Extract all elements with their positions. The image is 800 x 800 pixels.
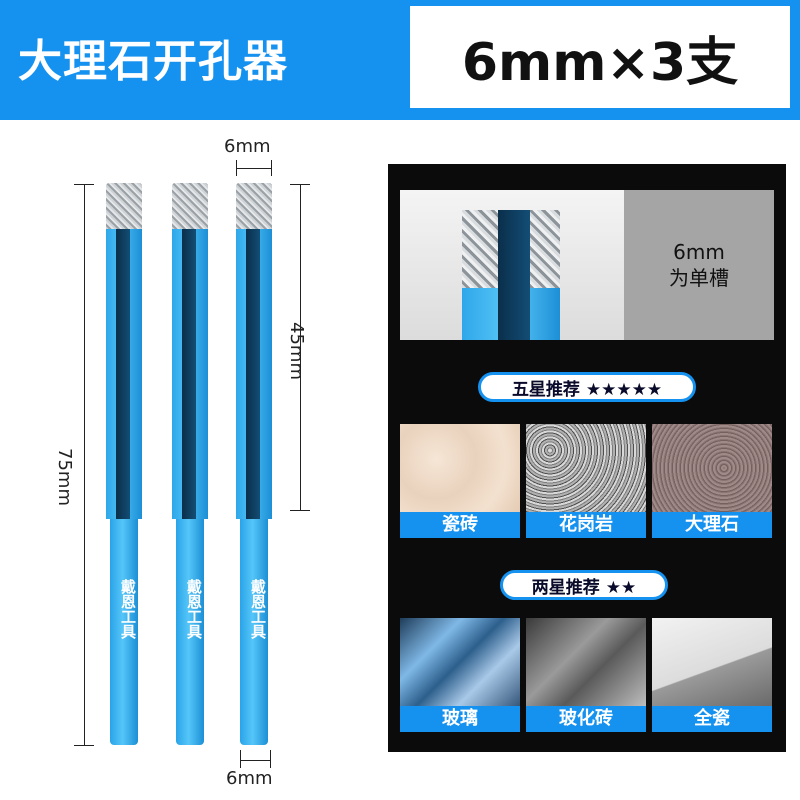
material-tile: 玻化砖 — [526, 618, 646, 732]
cut-length-line — [300, 184, 301, 510]
total-length-label: 75mm — [54, 448, 75, 506]
drill-bit: 戴恩工具 — [172, 183, 208, 745]
total-length-line — [84, 184, 85, 746]
glass-texture — [400, 618, 520, 706]
top-width-tick — [236, 160, 237, 176]
drill-bit: 戴恩工具 — [236, 183, 272, 745]
material-label: 花岗岩 — [526, 512, 646, 538]
five-star-badge: 五星推荐 ★★★★★ — [478, 372, 696, 402]
granite-texture — [526, 424, 646, 512]
top-width-tick — [271, 160, 272, 176]
material-label: 瓷砖 — [400, 512, 520, 538]
spec-box: 6mm×3支 — [410, 6, 790, 108]
marble-texture — [652, 424, 772, 512]
material-tile: 全瓷 — [652, 618, 772, 732]
top-width-label: 6mm — [224, 136, 271, 157]
material-label: 玻璃 — [400, 706, 520, 732]
bit-brand-label: 戴恩工具 — [249, 579, 267, 639]
polished-tile-texture — [526, 618, 646, 706]
bit-handle — [240, 519, 268, 745]
tip-closeup-image — [400, 190, 624, 340]
full-porcelain-texture — [652, 618, 772, 706]
cut-length-label: 45mm — [286, 322, 307, 380]
material-label: 全瓷 — [652, 706, 772, 732]
material-tile: 瓷砖 — [400, 424, 520, 538]
header-banner: 大理石开孔器 6mm×3支 — [0, 0, 800, 120]
groove-note-text: 为单槽 — [669, 266, 729, 290]
cut-length-tick — [290, 184, 310, 185]
material-label: 大理石 — [652, 512, 772, 538]
material-tile: 大理石 — [652, 424, 772, 538]
bottom-width-tick — [240, 750, 241, 768]
bit-groove — [182, 229, 196, 529]
total-length-tick — [74, 745, 94, 746]
bit-shaft — [172, 229, 208, 529]
bit-brand-label: 戴恩工具 — [185, 579, 203, 639]
drill-bit: 戴恩工具 — [106, 183, 142, 745]
diamond-tip — [106, 183, 142, 229]
page-title: 大理石开孔器 — [18, 36, 288, 87]
bit-handle — [110, 519, 138, 745]
tip-closeup-groove — [498, 210, 530, 340]
bit-shaft — [236, 229, 272, 529]
groove-note: 6mm 为单槽 — [624, 190, 774, 340]
ceramic-tile-texture — [400, 424, 520, 512]
top-width-line — [236, 168, 272, 169]
bottom-width-tick — [270, 750, 271, 768]
bit-groove — [116, 229, 130, 529]
total-length-tick — [74, 184, 94, 185]
material-label: 玻化砖 — [526, 706, 646, 732]
cut-length-tick — [290, 510, 310, 511]
bit-shaft — [106, 229, 142, 529]
bottom-width-line — [240, 760, 270, 761]
bit-handle — [176, 519, 204, 745]
bit-groove — [246, 229, 260, 529]
material-tile: 花岗岩 — [526, 424, 646, 538]
groove-note-size: 6mm — [673, 240, 725, 264]
tip-closeup-bit — [462, 210, 560, 340]
diamond-tip — [172, 183, 208, 229]
bottom-width-label: 6mm — [226, 768, 273, 789]
diamond-tip — [236, 183, 272, 229]
two-star-badge: 两星推荐 ★★ — [500, 570, 668, 600]
bit-brand-label: 戴恩工具 — [119, 579, 137, 639]
material-tile: 玻璃 — [400, 618, 520, 732]
